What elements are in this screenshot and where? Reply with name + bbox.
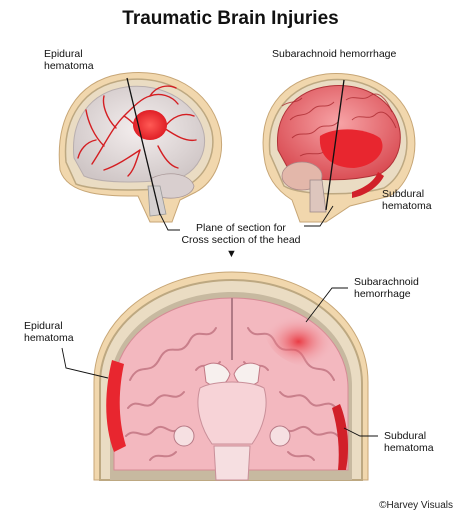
down-arrow-icon: ▼ — [226, 248, 237, 260]
cs-epidural-hematoma — [106, 360, 126, 452]
label-subarachnoid-bottom: Subarachnoid hemorrhage — [354, 276, 419, 300]
cs-hippocampi — [173, 425, 291, 447]
label-subdural-bottom-line2: hematoma — [384, 442, 434, 454]
label-epidural-top: Epidural hematoma — [44, 48, 94, 72]
label-epidural-top-line2: hematoma — [44, 60, 94, 72]
cs-subdural-hematoma — [332, 404, 348, 470]
cross-section — [93, 271, 369, 481]
cs-white-matter-core — [197, 381, 267, 445]
tl-epidural-hematoma — [133, 110, 167, 140]
label-subdural-bottom-line1: Subdural — [384, 430, 427, 442]
label-subarachnoid-bottom-line1: Subarachnoid — [354, 276, 419, 288]
tr-plane-line — [325, 79, 345, 211]
diagram-title: Traumatic Brain Injuries — [122, 8, 339, 29]
cs-subarachnoid-hemorrhage — [262, 315, 336, 369]
cs-brainstem — [213, 445, 251, 481]
label-subdural-bottom: Subdural hematoma — [384, 430, 434, 454]
label-plane-line1: Plane of section for — [196, 222, 286, 234]
cs-ventricles — [203, 362, 261, 387]
label-plane-line2: Cross section of the head — [181, 234, 301, 246]
label-epidural-bottom-line2: hematoma — [24, 332, 74, 344]
label-subdural-top-line2: hematoma — [382, 200, 432, 212]
tr-subdural-blood — [352, 172, 384, 198]
bottom-leaders — [61, 287, 378, 437]
copyright-credit: ©Harvey Visuals — [379, 500, 453, 511]
top-leaders — [159, 205, 334, 231]
label-epidural-bottom: Epidural hematoma — [24, 320, 74, 344]
label-subarachnoid-top: Subarachnoid hemorrhage — [272, 48, 397, 60]
label-plane-of-section: Plane of section for Cross section of th… — [166, 222, 316, 246]
tr-gyri — [281, 93, 397, 157]
top-right-head — [262, 73, 416, 223]
label-epidural-bottom-line1: Epidural — [24, 320, 63, 332]
label-subarachnoid-bottom-line2: hemorrhage — [354, 288, 411, 300]
label-epidural-top-line1: Epidural — [44, 48, 83, 60]
label-subdural-top-line1: Subdural — [382, 188, 425, 200]
tl-plane-line — [126, 77, 161, 216]
tr-brainstem — [309, 179, 327, 213]
top-left-head — [58, 72, 222, 223]
tl-vessels — [77, 85, 197, 177]
label-subdural-top: Subdural hematoma — [382, 188, 432, 212]
